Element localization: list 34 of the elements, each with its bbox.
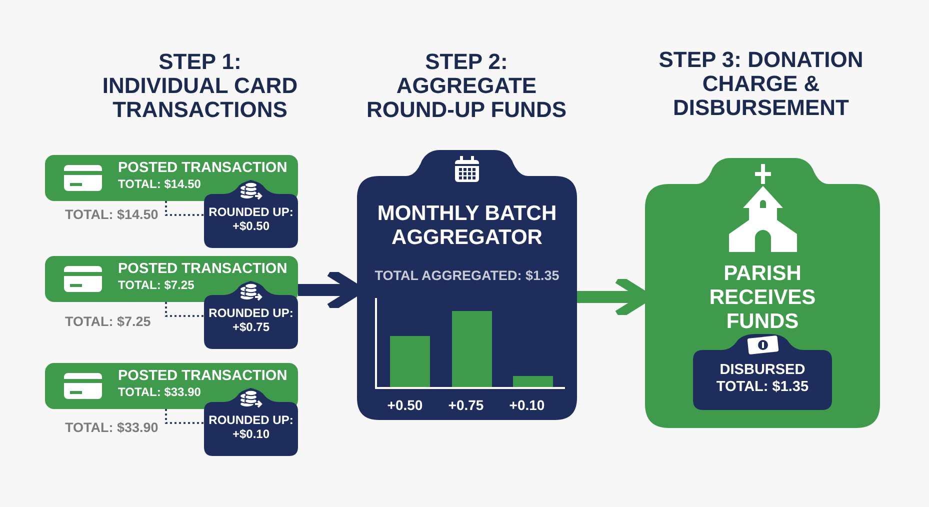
card-total: TOTAL: $33.90: [118, 386, 202, 400]
parish-panel: [645, 158, 880, 428]
total-text: TOTAL: $33.90: [65, 420, 158, 435]
dotted-connector: [165, 201, 204, 216]
card-total: TOTAL: $14.50: [118, 178, 202, 192]
bar-value-label: +0.10: [508, 397, 546, 413]
dotted-connector: [165, 302, 204, 317]
round-up-badge: [204, 281, 298, 349]
bar-value-label: +0.75: [447, 397, 485, 413]
transaction-card: [45, 155, 298, 201]
total-text: TOTAL: $14.50: [65, 207, 158, 222]
step-heading: STEP 2: AGGREGATE ROUND-UP FUNDS: [365, 50, 568, 122]
card-title: POSTED TRANSACTION: [118, 160, 288, 177]
disbursed-text: DISBURSED TOTAL: $1.35: [715, 362, 810, 396]
panel-title: MONTHLY BATCH AGGREGATOR: [376, 202, 558, 250]
bar-value-label: +0.50: [386, 397, 424, 413]
dotted-connector: [165, 409, 204, 424]
aggregator-panel: [357, 150, 577, 420]
round-up-text: ROUNDED UP: +$0.50: [208, 206, 294, 234]
round-up-text: ROUNDED UP: +$0.10: [208, 414, 294, 442]
step-heading: STEP 3: DONATION CHARGE & DISBURSEMENT: [658, 48, 864, 120]
round-up-badge: [204, 180, 298, 248]
card-title: POSTED TRANSACTION: [118, 368, 288, 385]
transaction-card: [45, 256, 298, 302]
aggregated-total: TOTAL AGGREGATED: $1.35: [374, 268, 560, 284]
parish-title: PARISH RECEIVES FUNDS: [708, 262, 817, 334]
round-up-text: ROUNDED UP: +$0.75: [208, 307, 294, 335]
card-title: POSTED TRANSACTION: [118, 261, 288, 278]
transaction-card: [45, 363, 298, 409]
step-heading: STEP 1: INDIVIDUAL CARD TRANSACTIONS: [101, 50, 299, 122]
disbursed-badge: [693, 334, 832, 410]
card-total: TOTAL: $7.25: [118, 279, 196, 293]
round-up-badge: [204, 388, 298, 456]
total-text: TOTAL: $7.25: [65, 314, 151, 329]
